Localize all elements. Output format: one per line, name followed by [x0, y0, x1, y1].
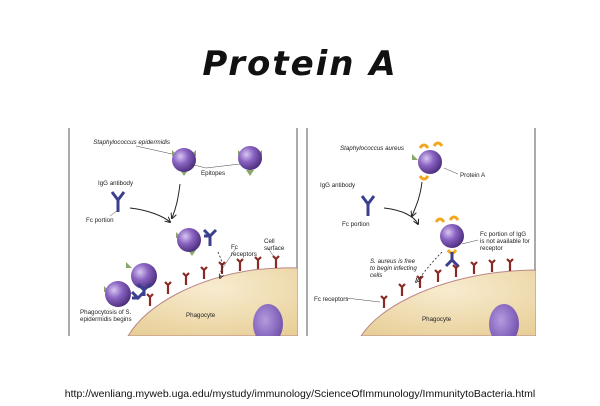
right-diagram-art: [306, 128, 536, 336]
staph-aureus-label: Staphylococcus aureus: [340, 145, 404, 152]
epitopes-label: Epitopes: [201, 170, 226, 177]
aureus-free-label: S. aureus is free to begin infecting cel…: [370, 258, 417, 279]
staph-epidermidis-label: Staphylococcus epidermidis: [93, 139, 170, 146]
fc-receptors-label-right: Fc receptors: [314, 296, 349, 303]
protein-a-label: Protein A: [460, 172, 486, 179]
bacterium-aureus-bound: [434, 215, 464, 268]
phagocytosis-label: Phagocytosis of S. epidermidis begins: [80, 309, 132, 323]
bacterium-epidermidis-1: [172, 148, 196, 176]
phagocyte-label-left: Phagocyte: [186, 312, 216, 319]
left-diagram-art: [68, 128, 298, 336]
fc-receptors-label-left: Fc receptors: [231, 244, 257, 258]
cell-surface-label: Cell surface: [264, 238, 285, 252]
opsonized-bacterium: [176, 228, 218, 256]
fc-receptors-left: [146, 255, 280, 306]
igg-antibody-left: [110, 191, 126, 212]
phagocyte-label-right: Phagocyte: [422, 316, 452, 323]
phagocyte-nucleus: [253, 304, 283, 336]
igg-antibody-right: [360, 195, 376, 216]
bacterium-bound-2: [104, 281, 146, 307]
bacterium-aureus-top: [412, 141, 444, 181]
right-diagram-panel: Staphylococcus aureus Protein A IgG anti…: [306, 128, 536, 336]
fc-portion-label-right: Fc portion: [342, 221, 370, 228]
left-diagram-panel: Staphylococcus epidermidis Epitopes IgG …: [68, 128, 298, 336]
igg-antibody-label-right: IgG antibody: [320, 182, 356, 189]
bacterium-epidermidis-2: [238, 146, 262, 176]
source-url: http://wenliang.myweb.uga.edu/mystudy/im…: [64, 388, 536, 400]
phagocyte-nucleus-right: [489, 304, 519, 336]
fc-not-available-label: Fc portion of IgG is not available for r…: [480, 231, 530, 252]
igg-antibody-label-left: IgG antibody: [98, 180, 134, 187]
bacterium-bound-1: [126, 262, 157, 296]
slide-title: Protein A: [202, 44, 398, 84]
fc-portion-label-left: Fc portion: [86, 217, 114, 224]
